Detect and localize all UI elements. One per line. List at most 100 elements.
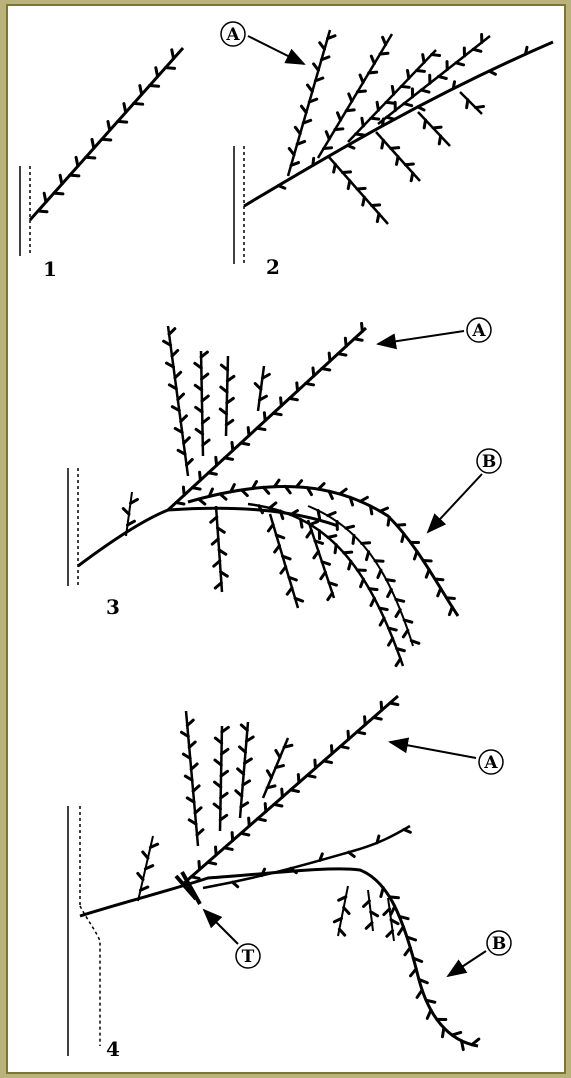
callout-label: T xyxy=(242,947,255,967)
leaf xyxy=(166,68,175,69)
leaf xyxy=(369,589,377,590)
leaf xyxy=(435,579,443,580)
leaf xyxy=(348,181,350,189)
callout-label: B xyxy=(482,452,496,472)
leaf xyxy=(338,113,341,120)
leaf xyxy=(216,457,217,465)
leaf xyxy=(365,717,366,725)
leaf xyxy=(369,72,377,73)
leaf xyxy=(44,193,46,202)
leaf xyxy=(318,510,320,518)
leaf xyxy=(353,535,354,543)
branch-3A xyxy=(168,328,366,510)
leaf xyxy=(307,775,315,777)
callout-A-fig4: A xyxy=(390,742,503,774)
leaf xyxy=(377,214,379,222)
leaf xyxy=(328,512,335,515)
figure-number-3: 3 xyxy=(106,595,120,619)
leaf xyxy=(321,572,326,579)
leaf xyxy=(60,175,62,184)
leaf xyxy=(200,472,201,480)
leaf xyxy=(449,607,452,614)
figure-4: A B T 4 xyxy=(68,696,511,1061)
leaf xyxy=(331,746,332,754)
leaf xyxy=(388,517,389,525)
leaf xyxy=(320,43,325,49)
leaf xyxy=(424,120,425,128)
leaf xyxy=(267,771,271,778)
leaf xyxy=(396,610,400,617)
leaf xyxy=(357,188,365,189)
leaf xyxy=(86,157,95,158)
leaf xyxy=(298,775,299,783)
leaf xyxy=(446,598,454,599)
leaf xyxy=(452,1032,461,1035)
arrow-icon xyxy=(428,474,482,532)
leaf xyxy=(268,525,273,531)
figure-number-4: 4 xyxy=(106,1037,120,1061)
leaf xyxy=(426,1000,435,1002)
leaf xyxy=(176,503,184,504)
figure-1: 1 xyxy=(20,48,183,281)
leaf xyxy=(193,786,199,791)
leaf xyxy=(366,923,372,929)
leaf xyxy=(380,53,388,54)
leaf xyxy=(389,897,398,898)
leaf xyxy=(377,102,378,110)
leaf xyxy=(178,394,184,400)
leaf xyxy=(276,766,284,768)
leaf xyxy=(408,71,409,79)
leaf xyxy=(257,428,265,429)
leaf xyxy=(427,1010,431,1018)
leaf xyxy=(371,118,379,119)
leaf xyxy=(175,372,181,378)
leaf xyxy=(232,833,233,841)
leaf xyxy=(224,848,232,850)
leaf xyxy=(273,413,281,414)
leaf xyxy=(344,908,349,914)
leaf xyxy=(397,525,405,526)
arrow-icon xyxy=(204,910,238,944)
leaf xyxy=(314,551,319,558)
leaf xyxy=(318,484,324,490)
leaf xyxy=(322,369,330,370)
trunk-3 xyxy=(68,468,78,586)
leaf xyxy=(346,526,354,528)
leaf xyxy=(377,836,379,843)
leaf xyxy=(295,127,300,133)
leaf xyxy=(150,86,159,87)
leaf xyxy=(379,608,387,610)
leaf xyxy=(453,82,454,89)
callout-label: B xyxy=(492,934,506,954)
leaf xyxy=(199,499,205,504)
leaf xyxy=(264,413,265,421)
arrow-icon xyxy=(378,331,464,344)
callout-label: A xyxy=(225,25,240,45)
leaf xyxy=(391,906,395,914)
leaf xyxy=(208,473,216,474)
leaf xyxy=(232,882,237,887)
leaf xyxy=(432,55,440,56)
leaf xyxy=(371,56,374,63)
leaf xyxy=(339,929,344,935)
leaf xyxy=(461,1041,463,1050)
leaf xyxy=(405,948,410,955)
leaf xyxy=(380,618,384,625)
branch-2h xyxy=(460,92,482,114)
leaf xyxy=(386,102,394,103)
leaf xyxy=(274,804,282,806)
leaf xyxy=(276,750,280,757)
leaf xyxy=(423,55,424,63)
leaf xyxy=(370,506,371,514)
leaf xyxy=(267,786,275,788)
leaf xyxy=(335,129,343,130)
leaf xyxy=(172,50,174,59)
leaf xyxy=(361,579,364,586)
illustration-panel: 1 A 2 xyxy=(6,4,566,1074)
leaf xyxy=(313,158,314,165)
leaf xyxy=(372,205,380,206)
leaf xyxy=(525,47,527,54)
leaf xyxy=(281,398,282,406)
leaf xyxy=(391,148,399,149)
leaf xyxy=(357,732,365,734)
